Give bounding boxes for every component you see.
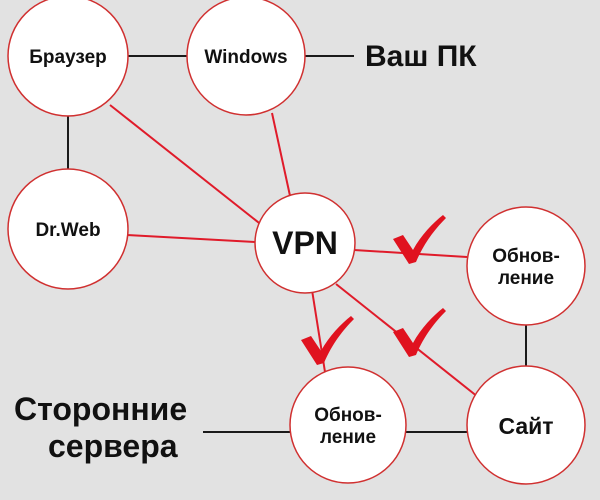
node-vpn: VPN — [254, 192, 356, 294]
node-update-right-label-line1: Обнов- — [492, 246, 560, 267]
link-vpn-drweb — [126, 234, 256, 243]
node-update-right-label-line2: ление — [498, 268, 554, 289]
node-update-bottom-label-line1: Обнов- — [314, 405, 382, 426]
node-site: Сайт — [466, 365, 586, 485]
node-update-bottom-label-line2: ление — [320, 427, 376, 448]
link-vpn-windows — [271, 112, 293, 206]
checkmark-icon — [393, 308, 446, 357]
node-windows-label: Windows — [204, 47, 287, 68]
label-third-party-line1: Сторонние — [14, 391, 187, 427]
checkmark-icon — [393, 215, 446, 264]
label-your-pc: Ваш ПК — [365, 40, 477, 73]
node-site-label: Сайт — [498, 413, 553, 439]
node-drweb-label: Dr.Web — [35, 220, 100, 241]
node-browser-label: Браузер — [29, 47, 107, 68]
link-vpn-browser — [109, 104, 269, 231]
node-update-right: Обнов- ление — [466, 206, 586, 326]
checkmark-icon — [301, 316, 354, 365]
node-drweb: Dr.Web — [7, 168, 129, 290]
node-windows: Windows — [186, 0, 306, 116]
node-update-bottom: Обнов- ление — [289, 366, 407, 484]
label-third-party-line2: сервера — [48, 428, 178, 464]
node-vpn-label: VPN — [272, 225, 338, 261]
node-browser: Браузер — [7, 0, 129, 117]
